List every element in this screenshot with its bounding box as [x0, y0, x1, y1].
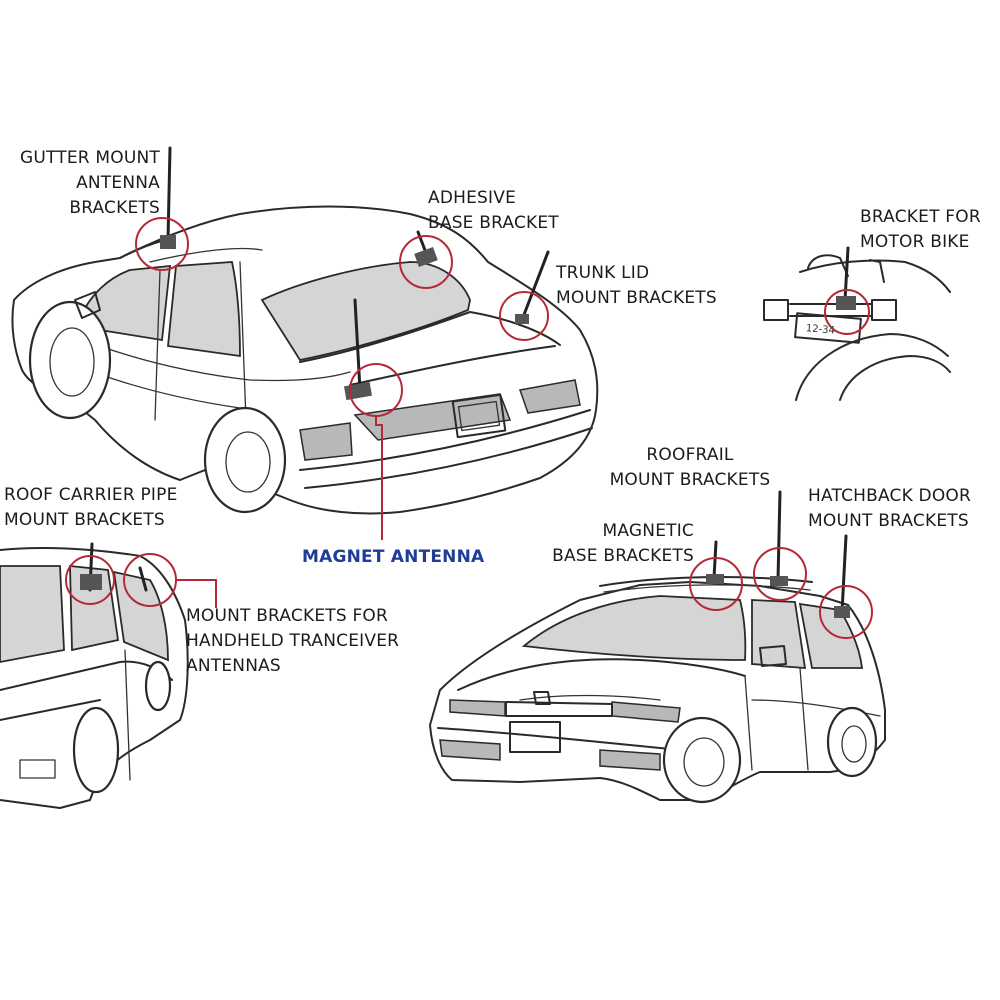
wagon-drawing — [429, 490, 886, 804]
roof-carrier-label: ROOF CARRIER PIPE MOUNT BRACKETS — [4, 485, 178, 530]
roofrail-label: ROOFRAIL MOUNT BRACKETS — [609, 445, 771, 490]
magnet-antenna-label: MAGNET ANTENNA — [302, 547, 485, 567]
adhesive-base-label: ADHESIVE BASE BRACKET — [428, 188, 559, 233]
motorbike-drawing: 12-34 — [763, 246, 951, 401]
handheld-label: MOUNT BRACKETS FOR HANDHELD TRANCEIVER A… — [186, 606, 400, 676]
sedan-drawing — [11, 146, 599, 540]
hatchback-label: HATCHBACK DOOR MOUNT BRACKETS — [808, 486, 972, 531]
motor-bike-label: BRACKET FOR MOTOR BIKE — [860, 207, 981, 252]
van-drawing — [0, 542, 217, 809]
bike-plate-text: 12-34 — [805, 323, 835, 336]
trunk-lid-label: TRUNK LID MOUNT BRACKETS — [556, 263, 717, 308]
gutter-mount-label: GUTTER MOUNT ANTENNA BRACKETS — [19, 148, 160, 218]
magnetic-base-label: MAGNETIC BASE BRACKETS — [552, 521, 694, 566]
